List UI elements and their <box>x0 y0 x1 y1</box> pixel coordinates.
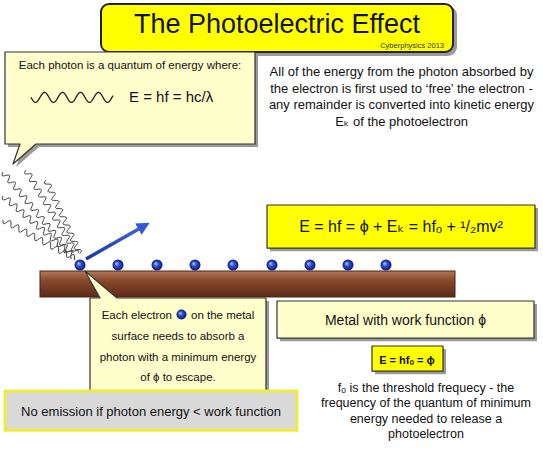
photon-group <box>2 170 82 260</box>
formula-text: E = hf = ϕ + Eₖ = hfₒ + ¹/₂mv² <box>299 218 503 235</box>
formula-text: E = hf = hc/λ <box>129 88 249 106</box>
electron <box>267 260 278 271</box>
electron-row <box>75 260 392 271</box>
title-banner: The Photoelectric EffectCyberphysics 201… <box>100 3 454 53</box>
watermark: Cyberphysics 2013 <box>380 41 444 50</box>
electron <box>305 260 316 271</box>
electron <box>228 260 239 271</box>
box-border <box>277 301 534 338</box>
electron <box>75 260 86 271</box>
photon-wave <box>31 92 113 102</box>
box-border <box>5 52 255 164</box>
electron-symbol-dot <box>177 310 187 320</box>
box-border <box>372 346 443 371</box>
electron <box>343 260 354 271</box>
formula-box: E = hfₒ = ϕ <box>372 346 443 371</box>
warning-text: No emission if photon energy < work func… <box>21 404 281 419</box>
warning-box: No emission if photon energy < work func… <box>5 391 297 430</box>
photoelectron-arrow <box>86 226 144 259</box>
formula-text: E = hfₒ = ϕ <box>379 354 435 366</box>
note-text: fₒ is the threshold frequecy - the frequ… <box>312 381 540 442</box>
explanation-text: All of the energy from the photon absorb… <box>264 64 539 130</box>
info-box: Metal with work function ϕ <box>277 301 534 338</box>
electron <box>152 260 163 271</box>
photon-wave <box>44 180 82 254</box>
photon-callout: Each photon is a quantum of energy where… <box>5 52 255 144</box>
box-border <box>5 391 297 430</box>
title-text: The Photoelectric Effect <box>114 8 440 40</box>
callout-text: Each photon is a quantum of energy where… <box>11 58 249 72</box>
photon-wave <box>3 220 74 260</box>
callout-text: Each electron <box>102 309 172 321</box>
box-text: Metal with work function ϕ <box>325 312 486 328</box>
box-border <box>267 205 535 248</box>
electron-callout: Each electronon the metal surface needs … <box>90 298 266 393</box>
box-border <box>85 271 266 393</box>
electron <box>113 260 124 271</box>
electron-symbol <box>176 309 187 320</box>
electron <box>190 260 201 271</box>
photon-wave <box>2 172 73 253</box>
electron <box>381 260 392 271</box>
formula-box: E = hf = ϕ + Eₖ = hfₒ + ¹/₂mv² <box>267 205 535 248</box>
